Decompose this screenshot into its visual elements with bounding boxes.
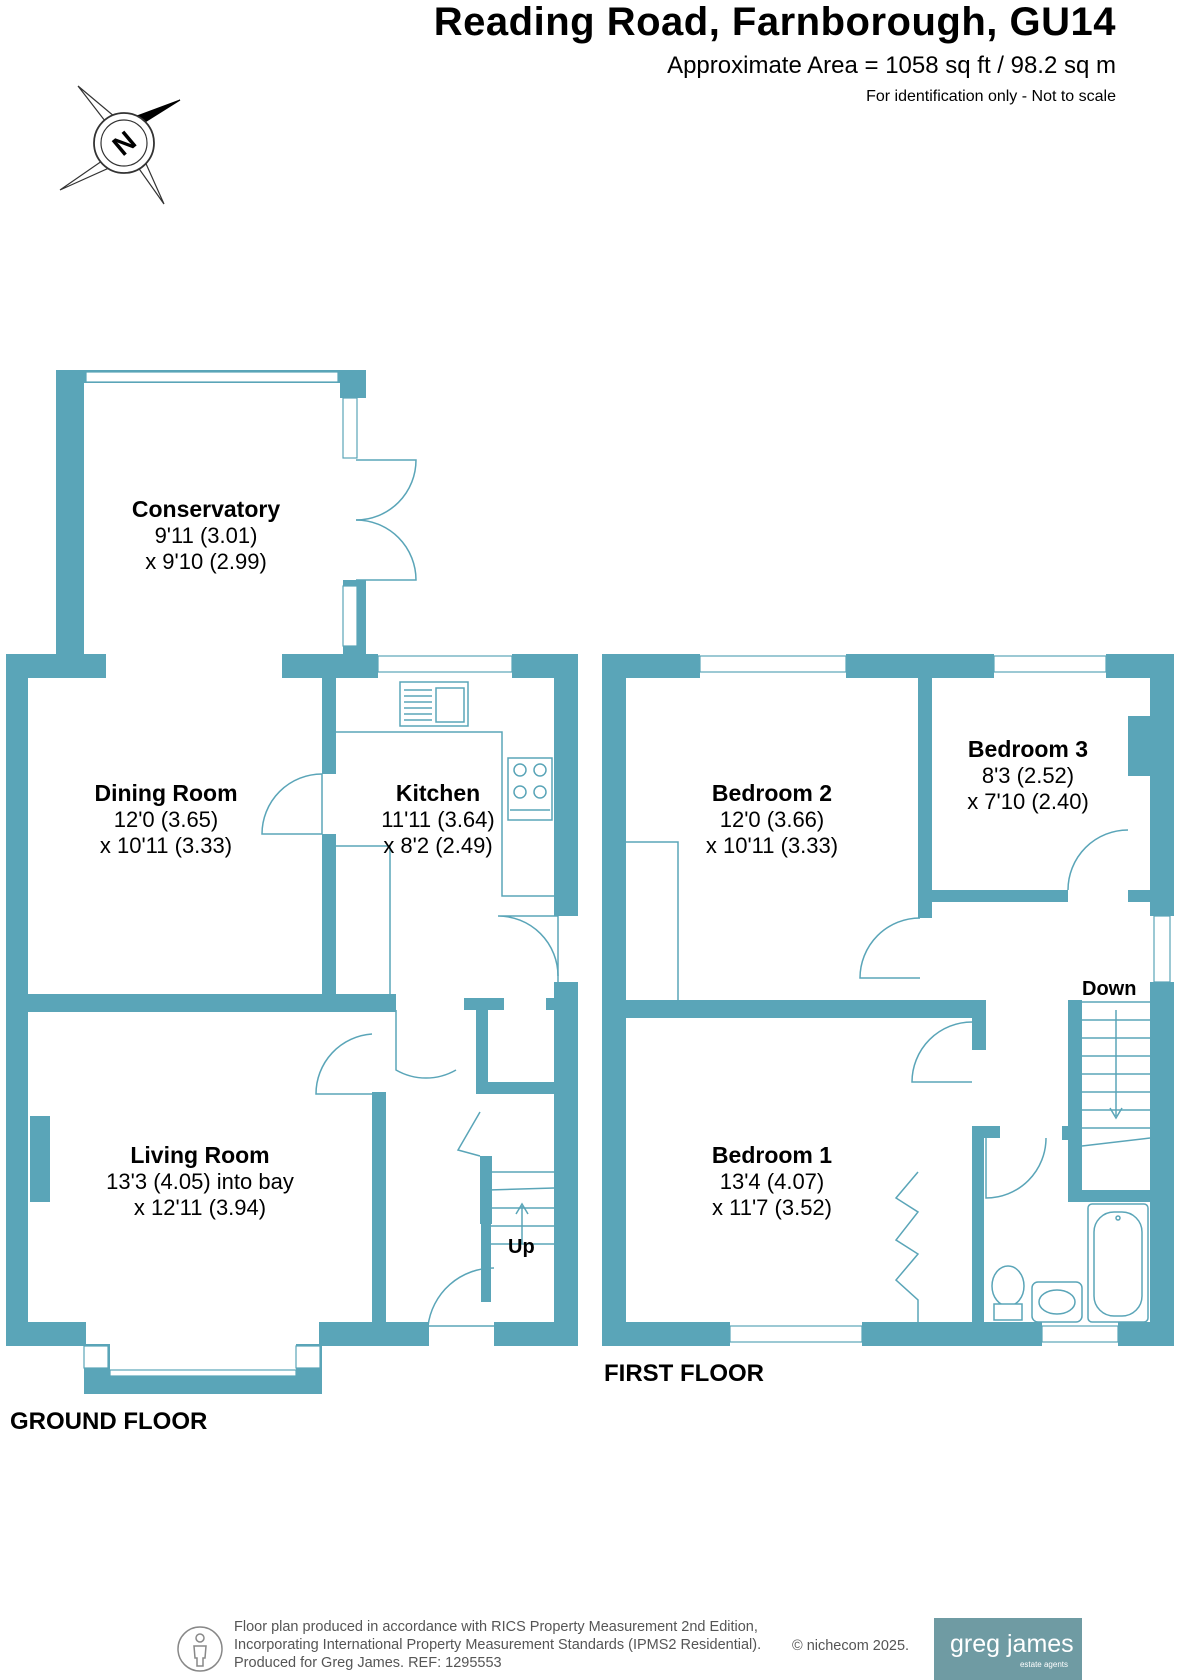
room-name: Bedroom 3	[967, 736, 1089, 762]
hob-icon	[507, 757, 553, 821]
room-dimension: x 12'11 (3.94)	[133, 1195, 267, 1220]
footer-line: Produced for Greg James. REF: 1295553	[234, 1655, 502, 1671]
room-dimension: 12'0 (3.66)	[719, 807, 825, 832]
logo-subtitle: estate agents	[1019, 1660, 1068, 1669]
footer-line: Incorporating International Property Mea…	[234, 1637, 762, 1653]
kitchen-sink-icon	[399, 681, 469, 727]
room-label-conservatory: Conservatory 9'11 (3.01) x 9'10 (2.99)	[106, 496, 306, 575]
room-name: Conservatory	[131, 496, 281, 522]
room-label-dining-room: Dining Room 12'0 (3.65) x 10'11 (3.33)	[66, 780, 266, 859]
stairs-up-label: Up	[508, 1236, 535, 1258]
bath-icon	[1087, 1203, 1149, 1323]
toilet-icon	[991, 1265, 1025, 1321]
room-dimension: 9'11 (3.01)	[154, 523, 258, 548]
room-name: Living Room	[130, 1142, 270, 1168]
room-dimension: x 11'7 (3.52)	[712, 1195, 832, 1220]
room-label-bedroom-2: Bedroom 2 12'0 (3.66) x 10'11 (3.33)	[672, 780, 872, 859]
room-dimension: x 9'10 (2.99)	[145, 549, 267, 574]
room-dimension: 13'4 (4.07)	[719, 1169, 825, 1194]
approximate-area: Approximate Area = 1058 sq ft / 98.2 sq …	[667, 52, 1116, 79]
basin-icon	[1031, 1281, 1083, 1323]
room-dimension: 13'3 (4.05) into bay	[106, 1169, 294, 1194]
room-name: Bedroom 1	[711, 1142, 833, 1168]
room-dimension: 11'11 (3.64)	[381, 807, 495, 832]
room-dimension: x 7'10 (2.40)	[967, 789, 1089, 814]
ipms-person-icon	[177, 1626, 223, 1672]
footer-line: Floor plan produced in accordance with R…	[234, 1619, 758, 1635]
room-dimension: 12'0 (3.65)	[113, 807, 219, 832]
scale-note: For identification only - Not to scale	[866, 88, 1116, 105]
room-dimension: x 10'11 (3.33)	[705, 833, 839, 858]
room-label-bedroom-3: Bedroom 3 8'3 (2.52) x 7'10 (2.40)	[948, 736, 1108, 815]
room-name: Dining Room	[94, 780, 238, 806]
room-name: Kitchen	[395, 780, 481, 806]
first-floor-label: FIRST FLOOR	[604, 1360, 764, 1387]
logo-brand: greg james	[950, 1630, 1074, 1658]
room-label-kitchen: Kitchen 11'11 (3.64) x 8'2 (2.49)	[358, 780, 518, 859]
stairs-down-label: Down	[1082, 978, 1137, 1000]
room-dimension: x 8'2 (2.49)	[383, 833, 493, 858]
room-name: Bedroom 2	[711, 780, 833, 806]
room-label-bedroom-1: Bedroom 1 13'4 (4.07) x 11'7 (3.52)	[672, 1142, 872, 1221]
copyright-notice: © nichecom 2025.	[792, 1638, 910, 1654]
room-dimension: x 10'11 (3.33)	[99, 833, 233, 858]
agent-logo: greg james estate agents	[934, 1618, 1082, 1680]
plan-title: Reading Road, Farnborough, GU14	[433, 0, 1116, 44]
footer-disclaimer: Floor plan produced in accordance with R…	[234, 1618, 761, 1672]
room-dimension: 8'3 (2.52)	[981, 763, 1075, 788]
first-floor-walls	[602, 654, 1174, 1346]
ground-floor-label: GROUND FLOOR	[10, 1408, 208, 1435]
compass-icon: N	[59, 85, 181, 205]
room-label-living-room: Living Room 13'3 (4.05) into bay x 12'11…	[80, 1142, 320, 1221]
